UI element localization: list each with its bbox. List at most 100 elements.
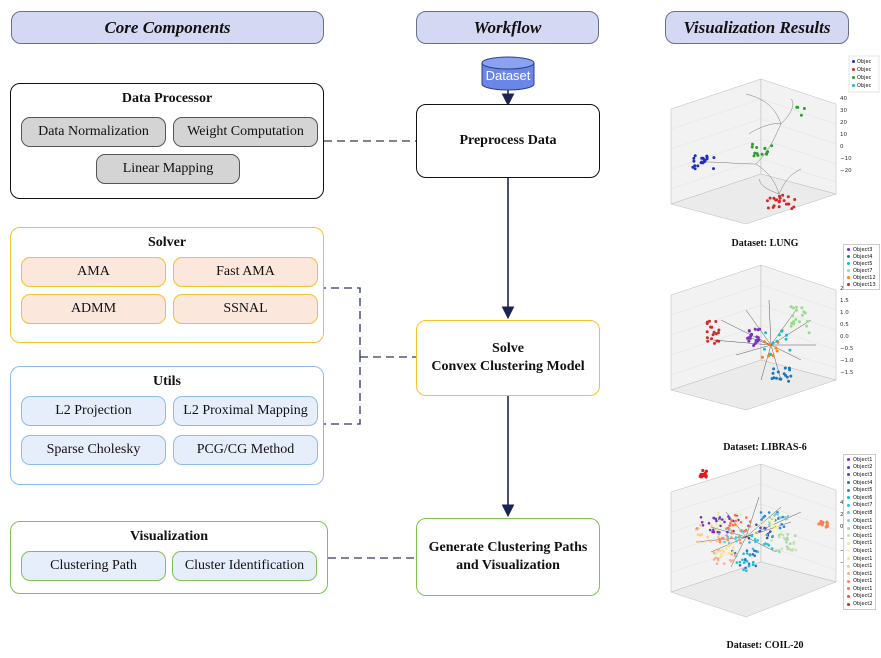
libras6-legend-entry: Object3: [847, 246, 876, 253]
libras6-point: [710, 337, 713, 341]
coil20-point: [777, 535, 781, 539]
coil20-point: [766, 543, 769, 546]
libras6-point: [705, 320, 709, 324]
coil20-point: [712, 530, 716, 534]
libras6-point: [775, 376, 778, 380]
coil20-point: [699, 516, 703, 519]
solve-line2: Convex Clustering Model: [431, 359, 585, 374]
coil20-point: [716, 530, 720, 534]
coil20-legend-label: Object1: [853, 540, 873, 547]
lung-point: [795, 105, 799, 109]
coil20-point: [789, 548, 792, 552]
coil20-point: [715, 539, 719, 543]
libras6-point: [769, 353, 773, 357]
legend-marker-icon: [852, 68, 855, 71]
lung-point: [693, 164, 697, 168]
libras6-point: [771, 341, 775, 345]
coil20-point: [712, 551, 716, 555]
lung-point: [799, 113, 803, 117]
lung-point: [702, 160, 706, 164]
coil20-point: [697, 540, 701, 543]
coil20-point: [793, 534, 797, 537]
legend-marker-icon: [847, 564, 850, 568]
coil20-point: [718, 539, 722, 542]
libras6-point: [800, 313, 804, 317]
libras6-point: [805, 324, 809, 328]
coil20-point: [756, 539, 759, 542]
lung-point: [786, 195, 790, 199]
coil20-legend-label: Object1: [853, 578, 873, 585]
coil20-legend-entry: Object2: [847, 600, 872, 608]
lung-point: [782, 199, 786, 203]
coil20-point: [774, 527, 777, 530]
libras6-legend-entry: Object13: [847, 281, 876, 288]
coil20-point: [794, 548, 798, 552]
legend-marker-icon: [847, 276, 850, 279]
libras6-point: [791, 314, 794, 318]
coil20-point: [754, 564, 758, 568]
coil20-point: [730, 519, 733, 523]
libras6-point: [756, 336, 760, 340]
libras6-3d-plot: 2.0 1.5 1.0 0.5 0.0 −0.5 −1.0 −1.5: [670, 264, 854, 411]
lung-point: [772, 204, 776, 208]
coil20-point: [723, 562, 726, 565]
libras6-point: [794, 317, 798, 321]
coil20-legend-entry: Object3: [847, 471, 872, 479]
libras6-point: [706, 339, 710, 343]
coil20-point: [712, 516, 716, 520]
coil20-point: [770, 539, 773, 542]
coil20-point: [751, 547, 755, 551]
lung-point: [700, 156, 704, 160]
coil20-legend-label: Object2: [853, 464, 873, 471]
coil20-point: [778, 526, 782, 530]
workflow-header: Workflow: [416, 11, 599, 44]
libras6-point: [749, 333, 753, 337]
coil20-point: [715, 523, 718, 526]
coil20-point: [772, 524, 776, 527]
lung-point: [705, 157, 709, 161]
lung-point: [781, 193, 785, 197]
legend-marker-icon: [847, 488, 850, 492]
coil20-point: [744, 528, 748, 532]
coil20-point: [738, 564, 742, 567]
libras6-legend-entry: Object5: [847, 260, 876, 267]
libras6-point: [802, 310, 806, 314]
coil20-point: [728, 517, 731, 520]
coil20-point: [763, 514, 767, 518]
lung-legend-2: Objec: [857, 75, 872, 81]
libras6-point: [778, 377, 782, 381]
coil20-legend-label: Object1: [853, 563, 873, 570]
coil20-legend-entry: Object5: [847, 486, 872, 494]
coil20-point: [738, 513, 742, 516]
libras6-point: [792, 320, 796, 324]
coil20-point: [759, 526, 762, 530]
libras6-point: [763, 340, 766, 344]
coil20-point: [724, 547, 728, 551]
lung-point: [793, 198, 797, 201]
coil20-legend-entry: Object1: [847, 456, 872, 464]
svg-text:−10: −10: [840, 156, 852, 162]
coil20-point: [734, 519, 737, 523]
coil20-point: [786, 515, 790, 518]
generate-line2: and Visualization: [456, 558, 560, 573]
legend-marker-icon: [847, 255, 850, 258]
coil20-point: [776, 512, 779, 516]
coil20-legend-entry: Object1: [847, 532, 872, 540]
libras6-point: [785, 333, 788, 337]
lung-point: [760, 152, 764, 156]
coil20-legend-label: Object1: [853, 517, 873, 524]
preprocess-data-step: Preprocess Data: [416, 104, 600, 178]
coil20-point: [708, 528, 712, 532]
lung-point: [753, 151, 757, 155]
coil20-point: [750, 534, 754, 538]
lung-point: [765, 152, 768, 156]
coil20-point: [745, 549, 749, 552]
legend-marker-icon: [847, 248, 850, 251]
coil20-point: [742, 530, 746, 533]
coil20-point: [741, 558, 744, 562]
legend-marker-icon: [847, 458, 850, 462]
coil20-legend-entry: Object1: [847, 570, 872, 578]
coil20-point: [753, 549, 756, 553]
libras6-point: [784, 337, 788, 341]
coil20-point: [820, 520, 824, 524]
